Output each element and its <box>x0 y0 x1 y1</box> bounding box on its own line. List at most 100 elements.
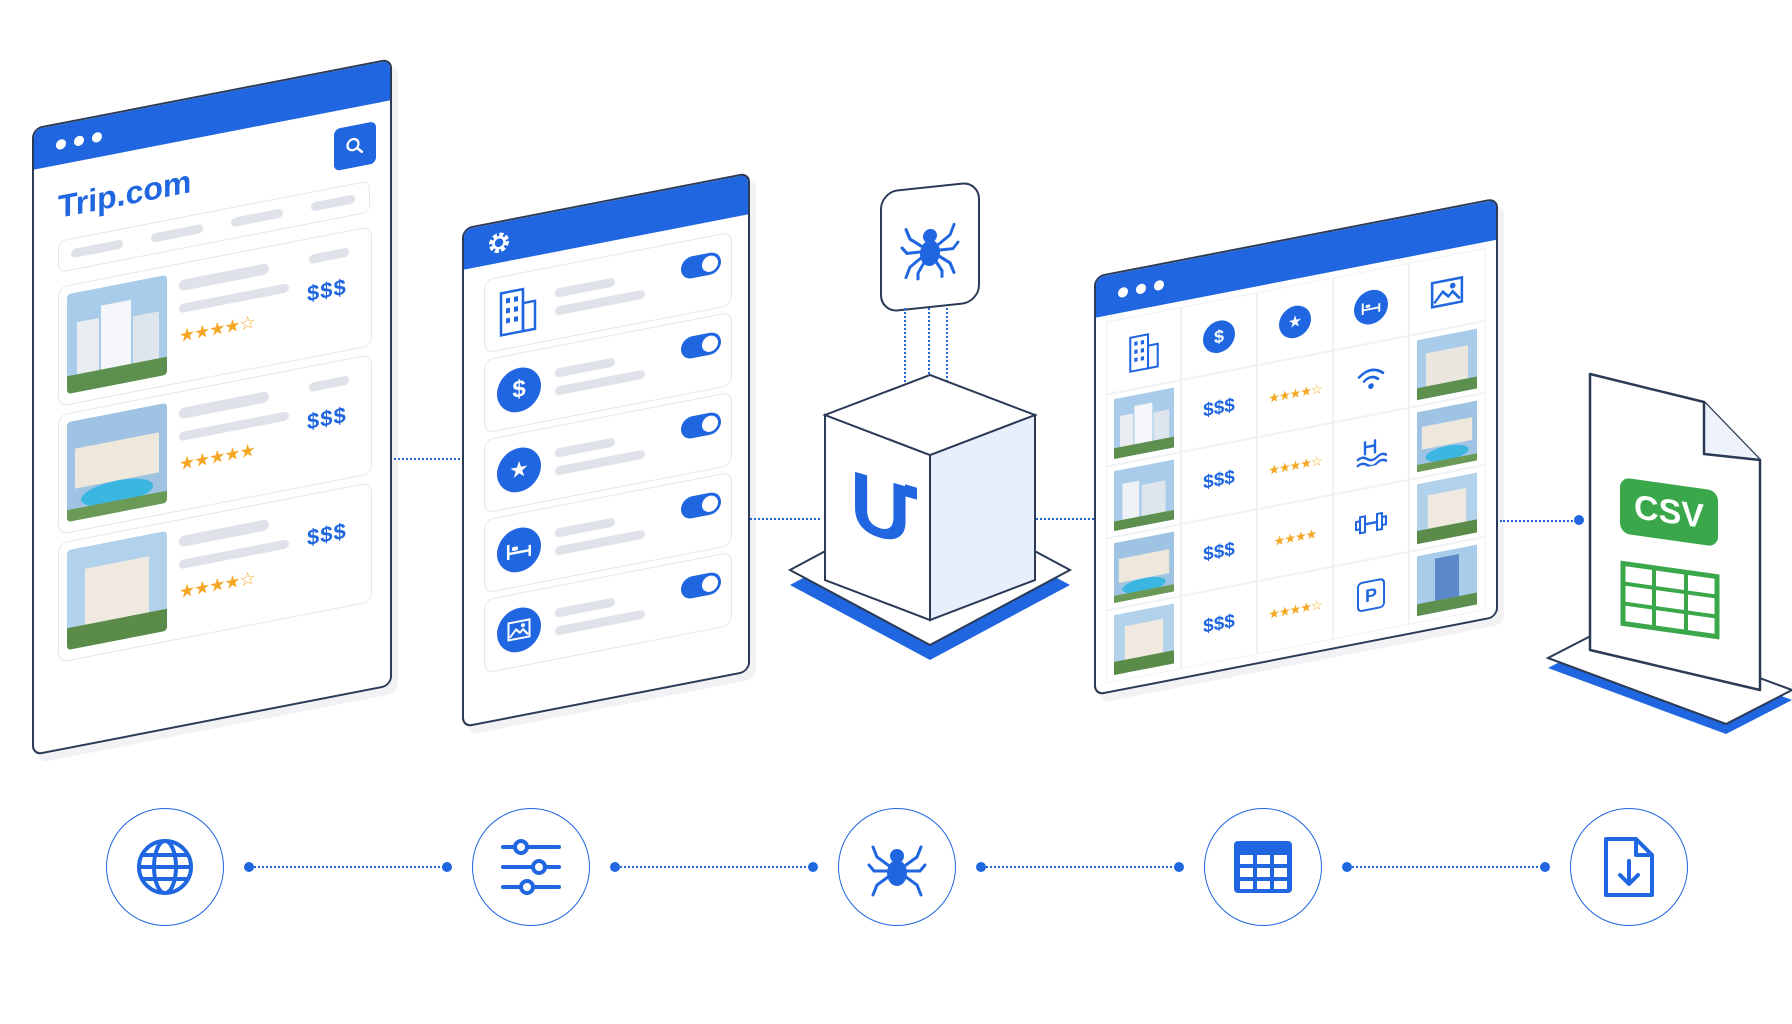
window-dot <box>74 135 84 147</box>
rating-cell: ★★★★☆ <box>1256 565 1334 654</box>
hotel-photo <box>67 531 167 650</box>
listing-title-placeholder <box>179 263 269 291</box>
connector-line <box>986 866 1176 868</box>
step-scrape[interactable] <box>838 808 956 926</box>
connector-line <box>1352 866 1542 868</box>
filter-placeholder <box>311 194 355 212</box>
window-dot <box>92 131 102 143</box>
hotel-photo <box>1417 401 1477 473</box>
connector-end-dot <box>244 862 254 872</box>
hotel-photo <box>1114 387 1174 459</box>
price-cell: $$$ <box>1180 580 1258 669</box>
step-table[interactable] <box>1204 808 1322 926</box>
connector-line <box>254 866 444 868</box>
spider-icon <box>865 835 929 899</box>
hotel-photo <box>1417 329 1477 401</box>
image-icon <box>1430 274 1464 311</box>
image-icon <box>497 604 541 657</box>
listing-badge-placeholder <box>309 375 349 392</box>
listing-rating: ★★★★☆ <box>179 568 255 604</box>
dollar-icon: $ <box>1203 318 1235 356</box>
bed-icon-glyph <box>506 538 532 561</box>
search-button[interactable] <box>334 121 376 171</box>
spider-icon <box>898 212 962 283</box>
file-download-icon <box>1602 835 1656 899</box>
connector-line <box>1500 520 1580 522</box>
filter-label-placeholder <box>555 437 615 458</box>
search-icon <box>345 134 365 158</box>
filter-label-placeholder <box>555 277 615 298</box>
connector-end-dot <box>1342 862 1352 872</box>
connector-end-dot <box>442 862 452 872</box>
window-dot <box>1154 279 1164 291</box>
trip-listing-window: Trip.com ★★★★☆ $$$ <box>32 58 392 756</box>
listing-badge-placeholder <box>309 247 349 264</box>
wifi-icon <box>1356 363 1386 395</box>
table-icon <box>1232 839 1294 895</box>
photo-cell <box>1408 536 1486 625</box>
scraper-logo: U <box>850 451 911 565</box>
results-grid: $ ★ $$$ ★★★★☆ <box>1106 248 1486 682</box>
logo-text-trip: Trip <box>58 178 117 225</box>
listing-title-placeholder <box>179 391 269 419</box>
filter-label-placeholder <box>555 517 615 538</box>
pool-icon <box>1355 433 1387 469</box>
hotel-photo <box>1417 473 1477 545</box>
logo-text-dotcom: .com <box>117 163 192 214</box>
filter-toggle[interactable] <box>681 491 721 521</box>
table-row[interactable] <box>1106 595 1182 684</box>
connector-line <box>1036 518 1094 520</box>
bed-icon-glyph <box>1361 298 1381 316</box>
step-globe[interactable] <box>106 808 224 926</box>
filter-placeholder <box>231 208 283 227</box>
connector-line <box>394 458 464 460</box>
listing-title-placeholder <box>179 519 269 547</box>
filter-placeholder <box>71 239 123 258</box>
filter-label-placeholder <box>555 357 615 378</box>
filter-toggle[interactable] <box>681 411 721 441</box>
bed-icon <box>497 524 541 577</box>
step-filters[interactable] <box>472 808 590 926</box>
image-icon-glyph <box>507 618 531 643</box>
star-icon: ★ <box>1279 303 1311 341</box>
hotel-photo <box>1417 545 1477 617</box>
step-download[interactable] <box>1570 808 1688 926</box>
building-icon <box>495 280 541 341</box>
connector-end-dot <box>610 862 620 872</box>
connector-end-dot <box>1540 862 1550 872</box>
results-table-window: $ ★ $$$ ★★★★☆ <box>1094 197 1498 696</box>
gym-icon <box>1354 510 1388 537</box>
hotel-photo <box>1114 531 1174 603</box>
star-icon: ★ <box>497 444 541 497</box>
dollar-icon: $ <box>497 364 541 417</box>
sliders-icon <box>499 837 563 897</box>
listing-rating: ★★★★☆ <box>179 312 255 348</box>
hotel-photo <box>1114 603 1174 675</box>
spreadsheet-icon <box>1620 560 1720 650</box>
window-dot <box>1118 286 1128 298</box>
spider-badge <box>880 181 980 314</box>
gear-icon <box>486 227 512 258</box>
listing-price: $$$ <box>307 274 347 308</box>
amenity-cell: P <box>1332 551 1410 640</box>
globe-icon <box>133 835 197 899</box>
hotel-photo <box>67 275 167 394</box>
filter-placeholder <box>151 224 203 243</box>
connector-end-dot <box>1174 862 1184 872</box>
hotel-photo <box>67 403 167 522</box>
window-dot <box>1136 283 1146 295</box>
scraper-cube <box>780 370 1080 680</box>
scraper-settings-window: $ ★ <box>462 172 750 728</box>
hotel-photo <box>1114 459 1174 531</box>
filter-toggle[interactable] <box>681 251 721 281</box>
listing-price: $$$ <box>307 518 347 552</box>
trip-logo: Trip.com <box>58 163 191 226</box>
filter-toggle[interactable] <box>681 571 721 601</box>
connector-end-dot <box>1574 515 1584 525</box>
parking-icon: P <box>1357 577 1385 612</box>
listing-rating: ★★★★★ <box>179 440 255 476</box>
filter-toggle[interactable] <box>681 331 721 361</box>
connector-line <box>620 866 810 868</box>
bed-icon <box>1354 287 1388 328</box>
listing-price: $$$ <box>307 402 347 436</box>
